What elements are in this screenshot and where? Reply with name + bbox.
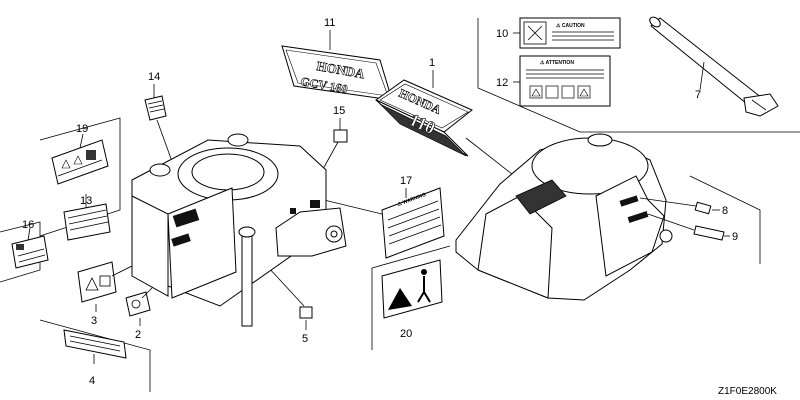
caution-label-10[interactable]: ⚠ CAUTION [519, 17, 621, 49]
callout-9: 9 [732, 231, 738, 243]
callout-8: 8 [722, 205, 728, 217]
callout-14: 14 [148, 71, 160, 83]
leader-16 [27, 227, 31, 241]
frame-8-9 [689, 175, 761, 264]
callout-16: 16 [22, 219, 34, 231]
small-label-15[interactable] [333, 129, 348, 143]
icon-label-3[interactable] [77, 261, 117, 303]
callout-5: 5 [302, 333, 308, 345]
callout-4: 4 [89, 375, 95, 387]
label-16[interactable] [11, 235, 49, 269]
label-4[interactable] [63, 329, 127, 359]
leader-17b [323, 199, 383, 215]
small-label-8[interactable] [694, 201, 712, 215]
label-9[interactable] [693, 225, 725, 241]
warning-label-19[interactable] [51, 139, 109, 185]
callout-2: 2 [135, 329, 141, 341]
tool-tube-7[interactable] [648, 15, 779, 117]
callout-3: 3 [91, 315, 97, 327]
label-13[interactable] [63, 203, 111, 241]
honda-model-label-1[interactable]: HONDA 110 [375, 79, 473, 157]
small-label-2[interactable] [125, 291, 151, 317]
honda-model-label-11[interactable]: HONDA GCV 160 [281, 45, 393, 101]
engine-left [131, 133, 347, 327]
leader-7 [699, 61, 705, 91]
callout-1: 1 [429, 57, 435, 69]
caution-text: ⚠ CAUTION [556, 23, 585, 29]
leader-9b [647, 213, 695, 231]
callout-7: 7 [695, 89, 701, 101]
callout-15: 15 [333, 105, 345, 117]
diagram-code: Z1F0E2800K [718, 386, 777, 397]
callout-20: 20 [400, 328, 412, 340]
callout-10: 10 [496, 28, 508, 40]
frame-4 [39, 319, 151, 392]
leader-8b [639, 197, 697, 207]
safety-label-20[interactable] [381, 259, 443, 319]
callout-13: 13 [80, 195, 92, 207]
leader-19 [79, 133, 84, 149]
engine-right [455, 133, 673, 301]
frame-20 [371, 245, 451, 350]
warning-label-17[interactable]: ⚠ WARNING [381, 187, 445, 259]
callout-17: 17 [400, 175, 412, 187]
small-label-14[interactable] [144, 95, 167, 121]
callout-11: 11 [324, 17, 335, 29]
inset-border [477, 18, 800, 133]
small-label-5[interactable] [299, 306, 313, 319]
callout-19: 19 [76, 123, 88, 135]
callout-12: 12 [496, 77, 508, 89]
attention-label-12[interactable]: ⚠ ATTENTION [519, 55, 611, 107]
attention-text: ⚠ ATTENTION [540, 60, 574, 66]
